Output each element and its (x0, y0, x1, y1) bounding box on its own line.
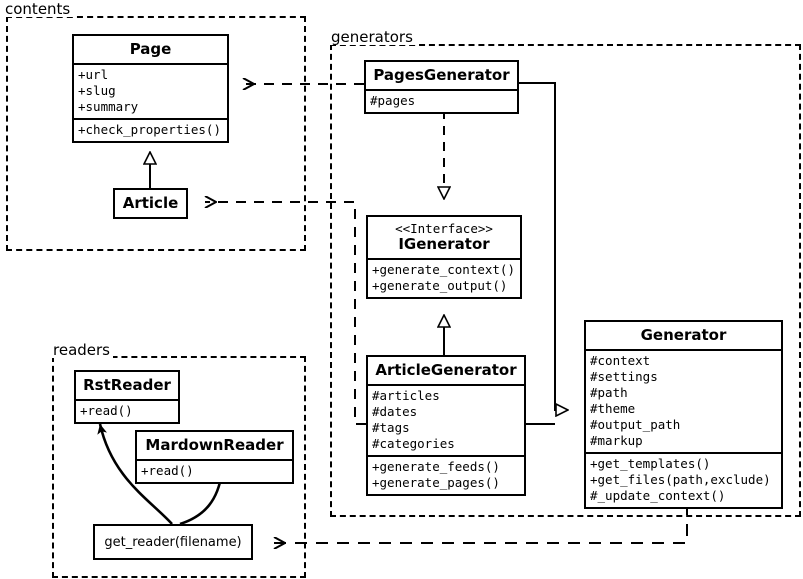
operation: +get_templates() (590, 456, 711, 471)
package-generators (330, 44, 801, 517)
operation: +get_files(path,exclude) (590, 472, 771, 487)
attribute: +summary (78, 99, 139, 114)
package-readers-label: readers (52, 343, 113, 358)
class-article-generator-name: ArticleGenerator (375, 361, 517, 379)
attribute: #theme (590, 401, 636, 416)
relation-articlegenerator-uses-article (205, 202, 366, 425)
class-igenerator-header: <<Interface>> IGenerator (368, 217, 520, 258)
class-article[interactable]: Article (113, 188, 188, 219)
class-article-generator-operations: +generate_feeds() +generate_pages() (368, 455, 524, 494)
operation: +read() (141, 463, 194, 478)
class-article-generator[interactable]: ArticleGenerator #articles #dates #tags … (366, 355, 526, 496)
class-mardown-reader-operations: +read() (137, 459, 292, 482)
class-generator-operations: +get_templates() +get_files(path,exclude… (586, 452, 781, 507)
class-pages-generator-attributes: #pages (366, 89, 517, 112)
class-page-attributes: +url +slug +summary (74, 63, 227, 118)
relation-generators-extend-generator (519, 82, 568, 425)
class-igenerator-stereotype: <<Interface>> (395, 221, 493, 236)
operation: +generate_output() (372, 278, 508, 293)
attribute: +slug (78, 83, 116, 98)
operation: +generate_feeds() (372, 459, 500, 474)
class-pages-generator[interactable]: PagesGenerator #pages (364, 60, 519, 114)
operation: +read() (80, 403, 133, 418)
attribute: #pages (370, 93, 416, 108)
relation-get-reader-creates-rstreader (97, 423, 173, 525)
attribute: #articles (372, 388, 440, 403)
class-igenerator-operations: +generate_context() +generate_output() (368, 258, 520, 297)
class-igenerator-name: IGenerator (398, 235, 490, 253)
attribute: #tags (372, 420, 410, 435)
class-rst-reader[interactable]: RstReader +read() (74, 370, 180, 424)
operation: +generate_context() (372, 262, 515, 277)
class-rst-reader-operations: +read() (76, 399, 178, 422)
class-article-generator-attributes: #articles #dates #tags #categories (368, 384, 524, 455)
class-page[interactable]: Page +url +slug +summary +check_properti… (72, 34, 229, 143)
class-rst-reader-name: RstReader (83, 376, 171, 394)
package-contents-label: contents (4, 2, 74, 17)
class-mardown-reader[interactable]: MardownReader +read() (135, 430, 294, 484)
class-page-name: Page (129, 40, 172, 58)
operation: #_update_context() (590, 488, 726, 503)
attribute: #settings (590, 369, 658, 384)
function-get-reader-label: get_reader(filename) (104, 534, 242, 550)
relation-generator-uses-get-reader (274, 503, 688, 543)
attribute: #path (590, 385, 628, 400)
class-generator[interactable]: Generator #context #settings #path #them… (584, 320, 783, 509)
attribute: #dates (372, 404, 418, 419)
class-mardown-reader-name: MardownReader (145, 436, 284, 454)
package-contents (6, 16, 306, 251)
operation: +generate_pages() (372, 475, 500, 490)
class-generator-name: Generator (640, 326, 727, 344)
class-article-name: Article (122, 194, 179, 212)
class-page-operations: +check_properties() (74, 118, 227, 141)
class-generator-attributes: #context #settings #path #theme #output_… (586, 349, 781, 452)
attribute: #output_path (590, 417, 681, 432)
class-pages-generator-name: PagesGenerator (373, 66, 510, 84)
function-get-reader[interactable]: get_reader(filename) (93, 524, 253, 560)
attribute: #markup (590, 433, 643, 448)
attribute: #categories (372, 436, 455, 451)
package-readers (52, 356, 306, 578)
package-generators-label: generators (330, 30, 416, 45)
operation: +check_properties() (78, 122, 221, 137)
attribute: #context (590, 353, 651, 368)
attribute: +url (78, 67, 109, 82)
class-igenerator[interactable]: <<Interface>> IGenerator +generate_conte… (366, 215, 522, 299)
